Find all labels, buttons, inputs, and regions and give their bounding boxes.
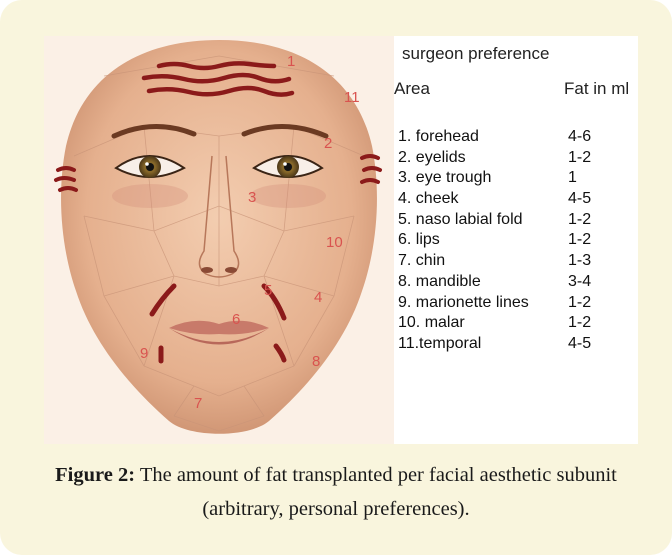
row-area: 3. eye trough <box>398 169 491 187</box>
row-area: 7. chin <box>398 252 445 270</box>
face-label-8: 8 <box>312 353 320 370</box>
row-area: 2. eyelids <box>398 149 466 167</box>
face-label-6: 6 <box>232 311 240 328</box>
face-label-10: 10 <box>326 234 343 251</box>
table-row: 5. naso labial fold 1-2 <box>394 211 638 232</box>
row-area: 9. marionette lines <box>398 294 529 312</box>
table-title: surgeon preference <box>402 44 549 64</box>
table-row: 6. lips 1-2 <box>394 231 638 252</box>
table-row: 4. cheek 4-5 <box>394 190 638 211</box>
row-fat: 4-5 <box>568 335 591 353</box>
row-fat: 1 <box>568 169 577 187</box>
row-area: 1. forehead <box>398 128 479 146</box>
table-row: 10. malar 1-2 <box>394 314 638 335</box>
table-row: 2. eyelids 1-2 <box>394 149 638 170</box>
row-fat: 1-2 <box>568 314 591 332</box>
row-area: 11.temporal <box>398 335 481 353</box>
caption-label: Figure 2: <box>55 464 135 486</box>
preference-table: surgeon preference Area Fat in ml 1. for… <box>394 36 638 444</box>
face-label-3: 3 <box>248 189 256 206</box>
row-fat: 1-2 <box>568 294 591 312</box>
table-row: 3. eye trough 1 <box>394 169 638 190</box>
face-label-7: 7 <box>194 395 202 412</box>
row-area: 10. malar <box>398 314 465 332</box>
table-row: 1. forehead 4-6 <box>394 128 638 149</box>
row-fat: 3-4 <box>568 273 591 291</box>
face-label-1: 1 <box>287 53 295 70</box>
table-row: 9. marionette lines 1-2 <box>394 294 638 315</box>
row-fat: 1-2 <box>568 211 591 229</box>
figure-image: 1 11 2 3 10 5 4 6 9 8 7 surgeon preferen… <box>44 36 638 444</box>
table-rows: 1. forehead 4-6 2. eyelids 1-2 3. eye trou… <box>394 128 638 356</box>
caption-text: The amount of fat transplanted per facia… <box>135 464 617 520</box>
row-fat: 4-5 <box>568 190 591 208</box>
column-header-fat: Fat in ml <box>564 79 629 99</box>
figure-caption: Figure 2: The amount of fat transplanted… <box>20 458 652 526</box>
face-illustration: 1 11 2 3 10 5 4 6 9 8 7 <box>44 36 394 444</box>
row-fat: 1-2 <box>568 149 591 167</box>
row-area: 6. lips <box>398 231 440 249</box>
face-label-11: 11 <box>344 89 360 106</box>
table-row: 7. chin 1-3 <box>394 252 638 273</box>
row-area: 4. cheek <box>398 190 458 208</box>
face-label-4: 4 <box>314 289 322 306</box>
face-label-9: 9 <box>140 345 148 362</box>
row-area: 8. mandible <box>398 273 481 291</box>
row-area: 5. naso labial fold <box>398 211 523 229</box>
row-fat: 4-6 <box>568 128 591 146</box>
face-label-2: 2 <box>324 135 332 152</box>
table-row: 11.temporal 4-5 <box>394 335 638 356</box>
face-label-5: 5 <box>264 282 272 299</box>
column-header-area: Area <box>394 79 430 99</box>
row-fat: 1-3 <box>568 252 591 270</box>
row-fat: 1-2 <box>568 231 591 249</box>
table-row: 8. mandible 3-4 <box>394 273 638 294</box>
